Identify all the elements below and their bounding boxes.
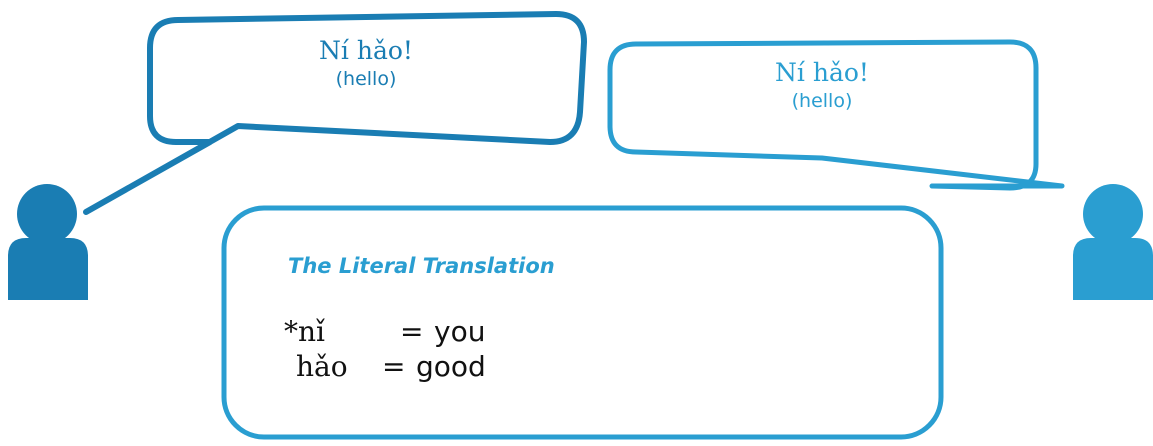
left-gloss: (hello) (335, 68, 397, 90)
right-bubble-text: Ní hǎo! (hello) (608, 58, 1036, 114)
panel-title: The Literal Translation (288, 254, 555, 278)
left-bubble-text: Ní hǎo! (hello) (150, 36, 582, 92)
left-person-icon (8, 184, 88, 300)
equals-sign: = (400, 315, 424, 348)
equals-sign: = (382, 350, 406, 383)
right-gloss: (hello) (791, 90, 853, 112)
left-speech-bubble (83, 11, 587, 215)
english-meaning: you (434, 315, 486, 348)
right-greeting: Ní hǎo! (775, 58, 869, 87)
left-greeting: Ní hǎo! (319, 36, 413, 65)
translation-panel-box (221, 205, 944, 440)
english-meaning: good (416, 350, 486, 383)
right-person-icon (1073, 184, 1153, 300)
right-speech-bubble (607, 39, 1065, 191)
pinyin-word: *nǐ (284, 315, 325, 348)
pinyin-word: hǎo (296, 350, 348, 383)
